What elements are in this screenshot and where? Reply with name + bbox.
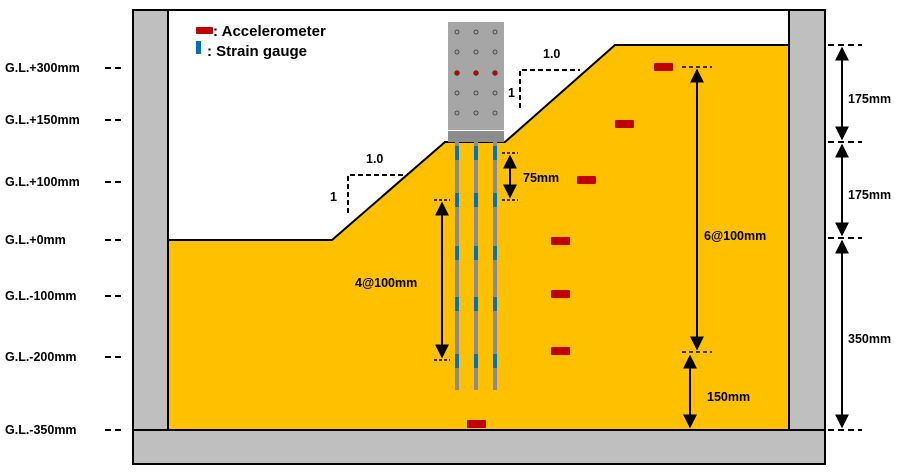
strain-gauge — [493, 146, 497, 160]
gauge-top-dimension-label: 75mm — [523, 171, 559, 185]
strain-gauge — [474, 297, 478, 311]
pile-cap — [448, 131, 504, 142]
level-label: G.L.+300mm — [5, 61, 80, 75]
strain-gauge — [455, 246, 459, 260]
strain-gauge — [474, 146, 478, 160]
right-bottom-dimension-label: 350mm — [848, 332, 891, 346]
mass-bolt-grid — [454, 29, 498, 116]
pile-left — [455, 142, 459, 390]
strain-gauge — [474, 246, 478, 260]
level-label: G.L.-100mm — [5, 289, 77, 303]
left-wall — [132, 9, 169, 431]
accelerometer — [551, 237, 570, 245]
accelerometer — [654, 63, 673, 71]
upper-slope-rise-label: 1 — [508, 86, 515, 100]
accelerometer — [615, 120, 634, 128]
right-top-dimension-label: 175mm — [848, 92, 891, 106]
lower-slope-rise-label: 1 — [330, 190, 337, 204]
level-label: G.L.+100mm — [5, 175, 80, 189]
strain-gauge-legend-label: : Strain gauge — [207, 43, 307, 60]
soil-slope — [167, 44, 790, 431]
strain-gauge — [493, 193, 497, 207]
upper-slope-ratio-marker — [519, 69, 580, 108]
pile-center — [474, 142, 478, 390]
level-label: G.L.+0mm — [5, 233, 66, 247]
pile-right — [493, 142, 497, 390]
strain-gauge — [493, 297, 497, 311]
strain-gauge — [455, 297, 459, 311]
right-wall — [788, 9, 826, 431]
accel-bottom-dimension-label: 150mm — [707, 390, 750, 404]
accelerometers — [467, 63, 673, 428]
level-label: G.L.-200mm — [5, 350, 77, 364]
mass-accelerometer-dot — [492, 70, 498, 76]
base-slab — [132, 429, 826, 465]
right-dimension-ticks — [828, 44, 862, 431]
accelerometer-legend-label: : Accelerometer — [213, 23, 326, 40]
mass-accelerometer-dot — [473, 70, 479, 76]
strain-gauge — [455, 193, 459, 207]
ground-level-scale: G.L.+300mm G.L.+150mm G.L.+100mm G.L.+0m… — [5, 61, 125, 437]
mass-accelerometer-dot — [454, 70, 460, 76]
strain-gauge — [474, 193, 478, 207]
level-label: G.L.-350mm — [5, 423, 77, 437]
accelerometer — [467, 420, 486, 428]
lower-slope-run-label: 1.0 — [366, 152, 383, 166]
strain-gauge — [455, 354, 459, 368]
accel-spacing-dimension-label: 6@100mm — [704, 229, 766, 243]
accelerometer-legend-icon — [196, 27, 213, 34]
strain-gauge — [474, 354, 478, 368]
lower-slope-ratio-marker — [347, 174, 405, 213]
strain-gauge — [493, 354, 497, 368]
strain-gauge — [455, 146, 459, 160]
right-mid-dimension-label: 175mm — [848, 188, 891, 202]
level-label: G.L.+150mm — [5, 113, 80, 127]
accelerometer — [551, 347, 570, 355]
strain-gauges — [455, 146, 497, 368]
accelerometer — [577, 176, 596, 184]
strain-gauge-legend-icon — [196, 41, 201, 54]
upper-slope-run-label: 1.0 — [543, 47, 560, 61]
strain-gauge — [493, 246, 497, 260]
gauge-spacing-dimension-label: 4@100mm — [355, 276, 417, 290]
accelerometer — [551, 290, 570, 298]
